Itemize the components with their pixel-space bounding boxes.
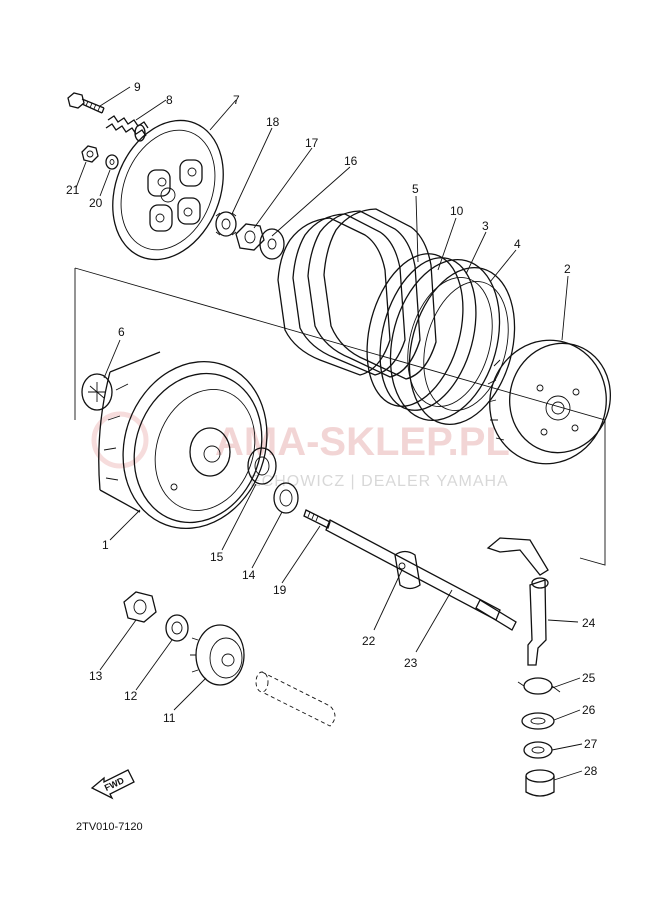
callout-3: 3 — [482, 219, 489, 233]
callout-24: 24 — [582, 616, 596, 630]
part-11-primary-drive-gear — [190, 624, 245, 686]
part-15-thrust-washer — [247, 447, 277, 485]
callout-16: 16 — [344, 154, 358, 168]
part-26-oil-seal — [521, 712, 555, 730]
callout-12: 12 — [124, 689, 138, 703]
callout-28: 28 — [584, 764, 598, 778]
callout-4: 4 — [514, 237, 521, 251]
part-13-nut — [123, 591, 157, 623]
part-6-thrust-plate — [81, 373, 113, 411]
callout-5: 5 — [412, 182, 419, 196]
part-7-pressure-plate — [112, 119, 224, 261]
callout-labels: 9 8 7 18 17 16 5 10 3 4 2 21 20 6 1 15 1… — [66, 80, 598, 778]
callout-8: 8 — [166, 93, 173, 107]
part-14-washer — [273, 482, 299, 514]
fwd-label: FWD — [103, 775, 126, 793]
part-19-push-rod — [303, 509, 331, 529]
part-12-washer — [165, 614, 189, 642]
part-9-bolt — [67, 92, 105, 114]
part-8-spring — [105, 115, 149, 142]
callout-11: 11 — [163, 711, 176, 725]
part-16-washer — [259, 228, 285, 260]
callout-27: 27 — [584, 737, 598, 751]
callout-15: 15 — [210, 550, 224, 564]
part-20-washer — [105, 154, 119, 170]
callout-19: 19 — [273, 583, 287, 597]
callout-1: 1 — [102, 538, 109, 552]
part-25-spring — [517, 677, 561, 695]
watermark: AMA-SKLEP.PL ECHOWICZ | DEALER YAMAHA — [91, 411, 510, 490]
callout-13: 13 — [89, 669, 103, 683]
callout-7: 7 — [233, 93, 240, 107]
part-28-needle-bearing — [525, 769, 555, 797]
callout-20: 20 — [89, 196, 103, 210]
callout-26: 26 — [582, 703, 596, 717]
part-18-lock-washer — [215, 211, 237, 237]
assembly-frame — [74, 267, 606, 566]
callout-25: 25 — [582, 671, 596, 685]
callout-6: 6 — [118, 325, 125, 339]
callout-18: 18 — [266, 115, 280, 129]
part-24-push-lever — [486, 537, 549, 666]
part-17-nut — [235, 223, 265, 251]
clutch-plate-stack — [277, 208, 516, 426]
callout-10: 10 — [450, 204, 464, 218]
part-21-nut — [81, 145, 99, 163]
watermark-subtitle: ECHOWICZ | DEALER YAMAHA — [250, 473, 509, 490]
fwd-arrow-icon: FWD — [90, 769, 135, 800]
callout-14: 14 — [242, 568, 256, 582]
part-1-clutch-housing — [98, 351, 268, 530]
callout-22: 22 — [362, 634, 376, 648]
callout-2: 2 — [564, 262, 571, 276]
callout-17: 17 — [305, 136, 319, 150]
diagram-code: 2TV010-7120 — [76, 821, 143, 833]
callout-21: 21 — [66, 183, 80, 197]
part-23-push-lever-shaft — [325, 519, 517, 631]
crankshaft-end — [255, 671, 336, 727]
leader-lines — [75, 86, 583, 781]
watermark-logo-icon — [91, 411, 149, 469]
part-2-clutch-boss — [487, 339, 612, 465]
callout-23: 23 — [404, 656, 418, 670]
callout-9: 9 — [134, 80, 141, 94]
part-27-bearing — [523, 741, 553, 759]
